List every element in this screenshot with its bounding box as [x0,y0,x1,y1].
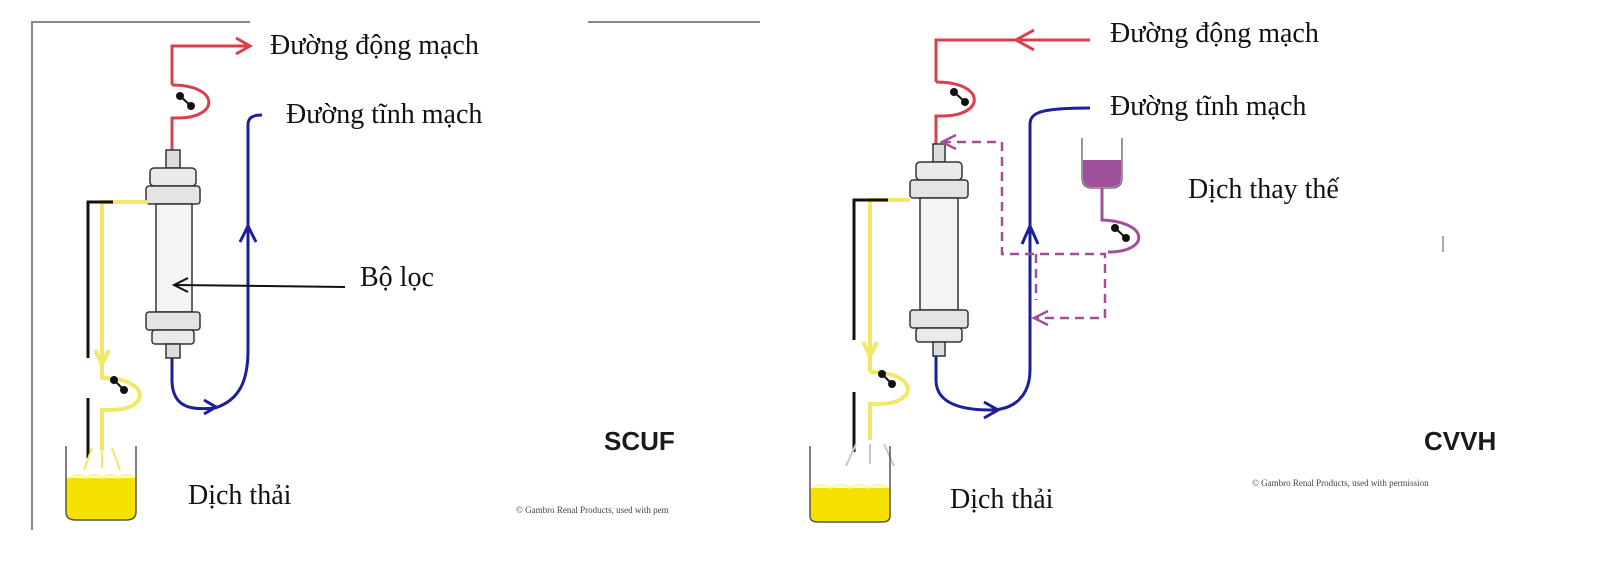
mode-title-scuf: SCUF [604,426,675,456]
filter-pointer [171,277,346,293]
scuf-schematic [31,21,760,530]
pump-arterial [176,92,195,110]
effluent-guide-lines [852,198,888,452]
arterial-line-label: Đường động mạch [1110,18,1319,49]
filter-label: Bộ lọc [360,262,434,293]
arterial-line [934,28,1090,150]
waste-label: Dịch thải [950,484,1054,515]
waste-container [65,446,137,521]
venous-line [170,113,263,416]
replacement-line [942,140,1107,320]
scuf-diagram: Đường động mạch Đường tĩnh mạch Bộ lọc S… [0,0,780,561]
pump-replacement [1111,224,1130,242]
frame-left-border [31,21,250,530]
hemofilter [909,143,969,357]
venous-line-label: Đường tĩnh mạch [286,99,483,130]
venous-line [934,106,1091,420]
venous-line-label: Đường tĩnh mạch [1110,91,1307,122]
arterial-line [170,36,254,160]
arterial-line-label: Đường động mạch [270,30,479,61]
waste-container [809,443,895,523]
pump-effluent [878,370,896,388]
mode-title-cvvh: CVVH [1424,426,1497,456]
effluent-line [93,200,148,450]
effluent-line [861,198,910,440]
cvvh-diagram: Đường động mạch Đường tĩnh mạch Dịch tha… [790,0,1600,561]
copyright-text: © Gambro Renal Products, used with pem [516,505,669,515]
waste-label: Dịch thải [188,480,292,511]
replacement-fluid-label: Dịch thay thế [1188,174,1339,205]
copyright-text: © Gambro Renal Products, used with permi… [1252,478,1429,488]
effluent-guide-lines [86,200,113,458]
replacement-bag [1081,138,1141,254]
pump-effluent [110,376,128,394]
cvvh-schematic [809,28,1444,523]
pump-arterial [950,88,969,106]
hemofilter [145,149,201,359]
replacement-arrows [939,133,1049,327]
